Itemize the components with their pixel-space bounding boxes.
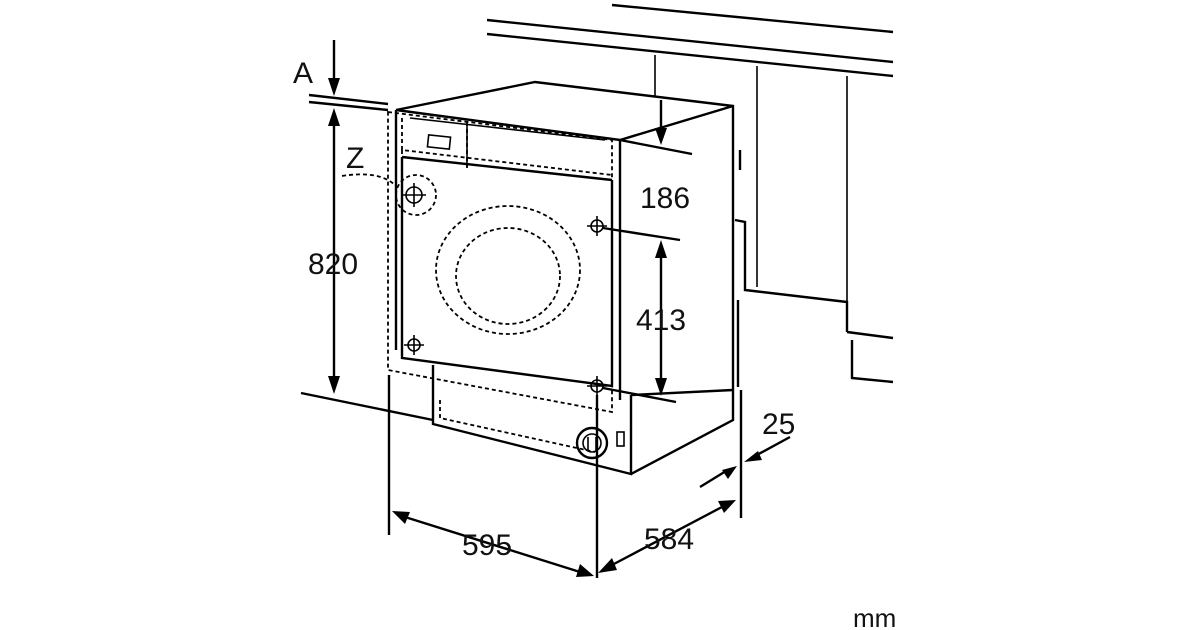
drain-pump-filter (575, 426, 609, 460)
label-wall-gap: 25 (762, 408, 795, 441)
dimension-a: A (293, 40, 389, 112)
cabinet-outline (486, 3, 894, 387)
dimension-door-span: 413 (602, 226, 686, 404)
unit-label: mm (853, 603, 896, 630)
mounting-point-bottom-right (587, 376, 607, 396)
label-door-span: 413 (636, 304, 686, 337)
label-depth: 584 (644, 523, 694, 556)
mounting-point-bottom-left (404, 335, 424, 355)
label-height: 820 (308, 248, 358, 281)
label-top-panel: 186 (640, 182, 690, 215)
label-a: A (293, 57, 313, 90)
mounting-points (395, 174, 607, 396)
control-panel (426, 134, 452, 150)
dimension-width: 595 (387, 375, 599, 578)
door-porthole (435, 205, 581, 335)
dimension-height: 820 (300, 108, 434, 422)
mounting-point-top-right (587, 216, 607, 236)
mounting-point-z (395, 174, 437, 216)
dimension-depth: 584 (598, 500, 736, 573)
label-z: Z (346, 142, 364, 175)
dimension-z-callout: Z (341, 142, 397, 187)
washing-machine (394, 80, 735, 476)
dimension-top-panel: 186 (619, 100, 693, 215)
installation-envelope (387, 110, 613, 414)
label-width: 595 (462, 529, 512, 562)
dimension-wall-gap: 25 (699, 390, 795, 518)
